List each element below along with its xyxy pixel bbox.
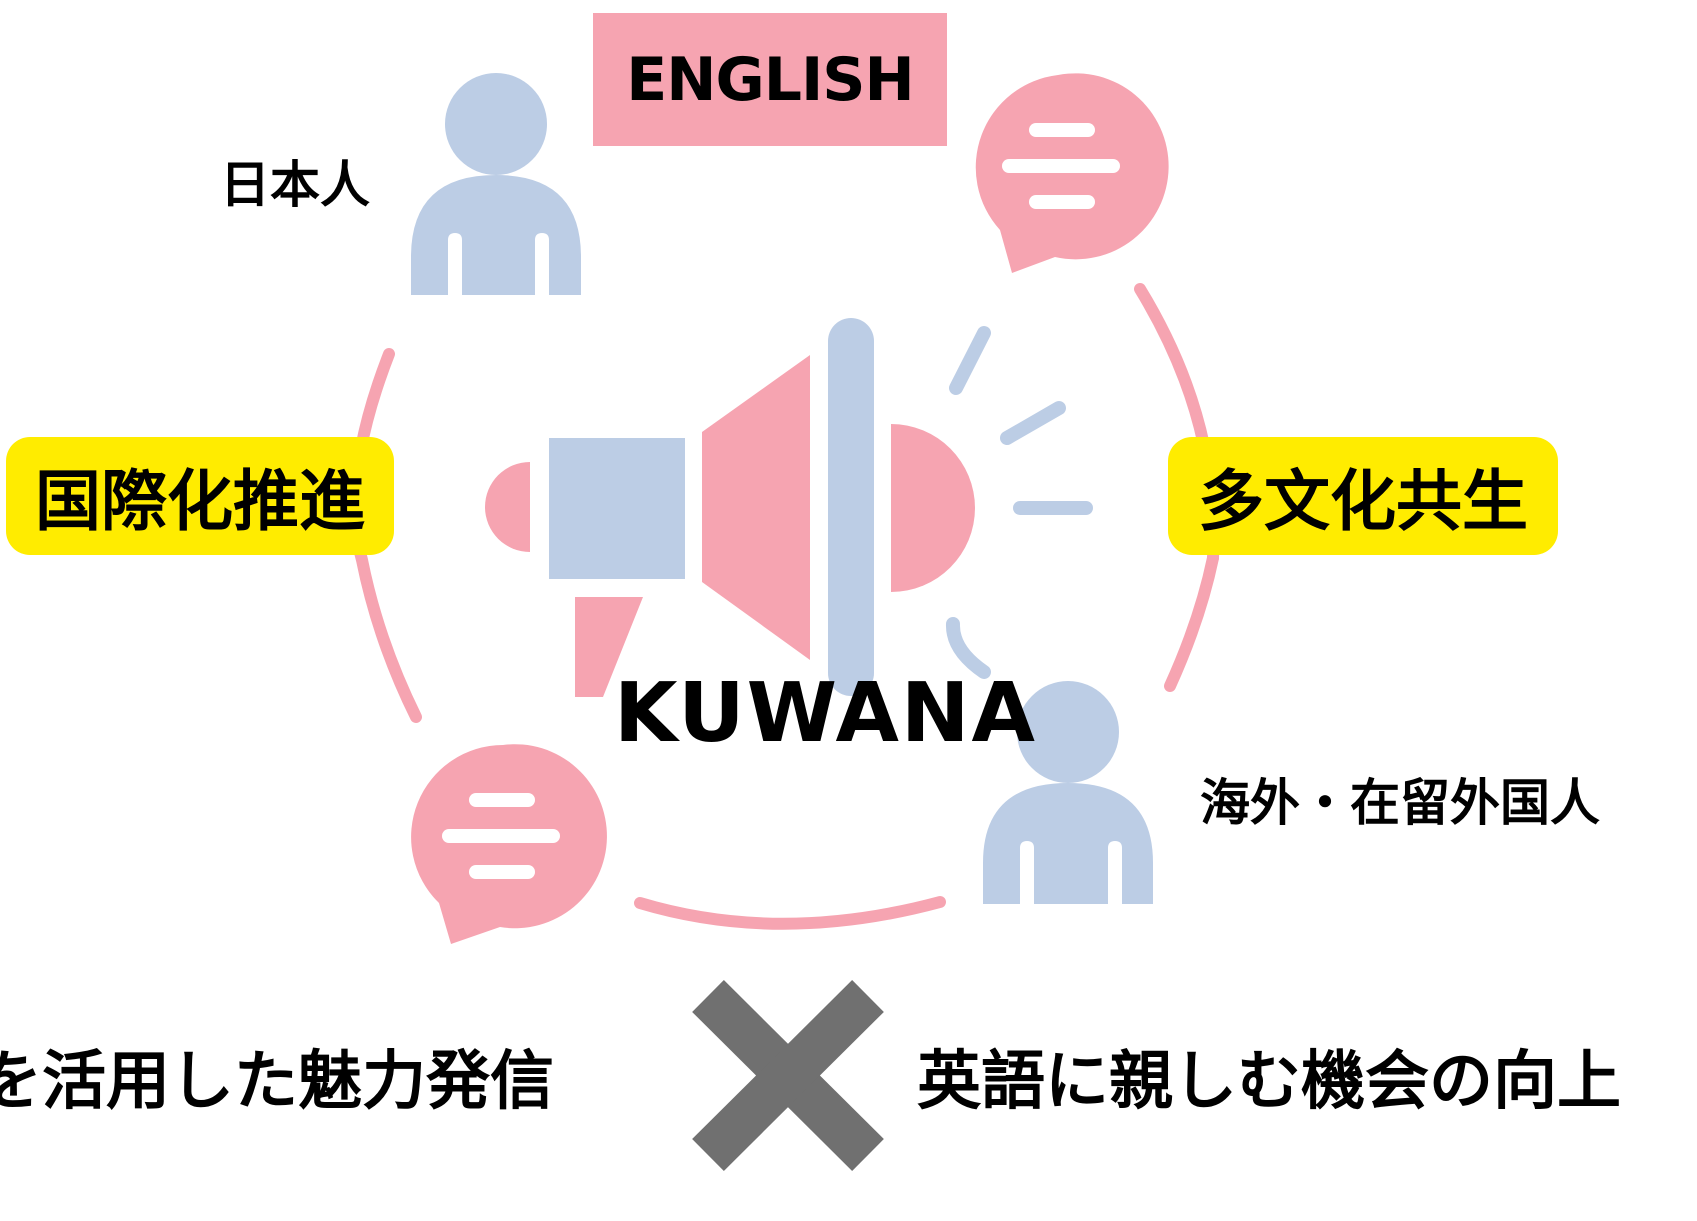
bottom-left-caption: を活用した魅力発信 (0, 1045, 554, 1119)
tag-internationalization: 国際化推進 (6, 437, 394, 555)
center-label: KUWANA (614, 666, 1038, 761)
megaphone-icon (485, 318, 1093, 697)
arc-left (349, 348, 422, 723)
arc-bottom (634, 896, 946, 930)
tag-multiculturalism: 多文化共生 (1168, 437, 1558, 555)
english-label: ENGLISH (626, 44, 914, 115)
speech-bubble-icon (411, 744, 607, 944)
tag-internationalization-label: 国際化推進 (35, 463, 365, 540)
japanese-people-label: 日本人 (220, 156, 370, 214)
foreign-residents-label: 海外・在留外国人 (1200, 774, 1600, 832)
speech-bubble-icon (975, 73, 1169, 273)
person-icon (411, 73, 581, 295)
multiply-icon (692, 980, 884, 1171)
bottom-right-caption: 英語に親しむ機会の向上 (917, 1045, 1621, 1119)
arc-right-bottom (1164, 552, 1219, 692)
person-icon (983, 681, 1153, 904)
tag-multiculturalism-label: 多文化共生 (1198, 463, 1528, 540)
english-banner: ENGLISH (593, 13, 947, 146)
